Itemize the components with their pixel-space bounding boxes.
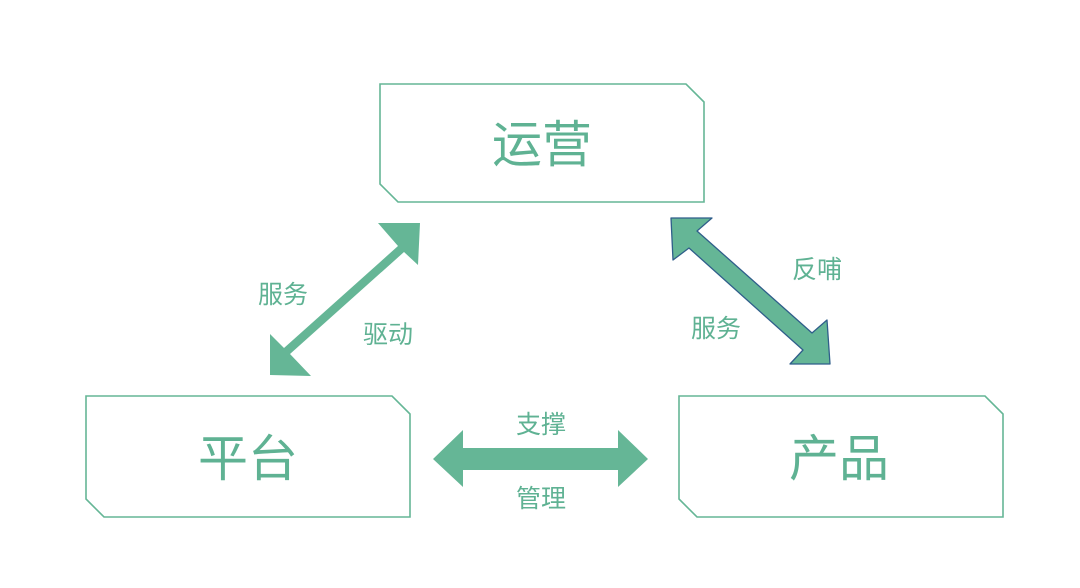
node-ops-box xyxy=(379,83,705,203)
node-platform-box xyxy=(85,395,411,518)
edge-ops-product-label-a: 反哺 xyxy=(792,255,842,284)
node-product: 产品 xyxy=(678,395,1004,518)
node-ops: 运营 xyxy=(379,83,705,203)
edge-ops-platform-label-a: 服务 xyxy=(258,280,308,309)
node-product-box xyxy=(678,395,1004,518)
edge-platform-product: 支撑 管理 xyxy=(433,410,648,513)
node-platform-label: 平台 xyxy=(198,430,298,488)
edge-ops-platform-label-b: 驱动 xyxy=(363,320,413,349)
edge-platform-product-label-a: 支撑 xyxy=(516,410,566,439)
double-arrow-icon xyxy=(270,223,420,376)
edge-ops-product: 反哺 服务 xyxy=(670,217,842,365)
node-product-label: 产品 xyxy=(789,430,889,488)
edge-platform-product-label-b: 管理 xyxy=(516,484,566,513)
node-ops-label: 运营 xyxy=(492,116,592,174)
double-arrow-icon xyxy=(433,430,648,487)
node-platform: 平台 xyxy=(85,395,411,518)
double-arrow-icon xyxy=(670,217,831,365)
edge-ops-product-label-b: 服务 xyxy=(691,314,741,343)
edge-ops-platform: 服务 驱动 xyxy=(258,223,420,376)
